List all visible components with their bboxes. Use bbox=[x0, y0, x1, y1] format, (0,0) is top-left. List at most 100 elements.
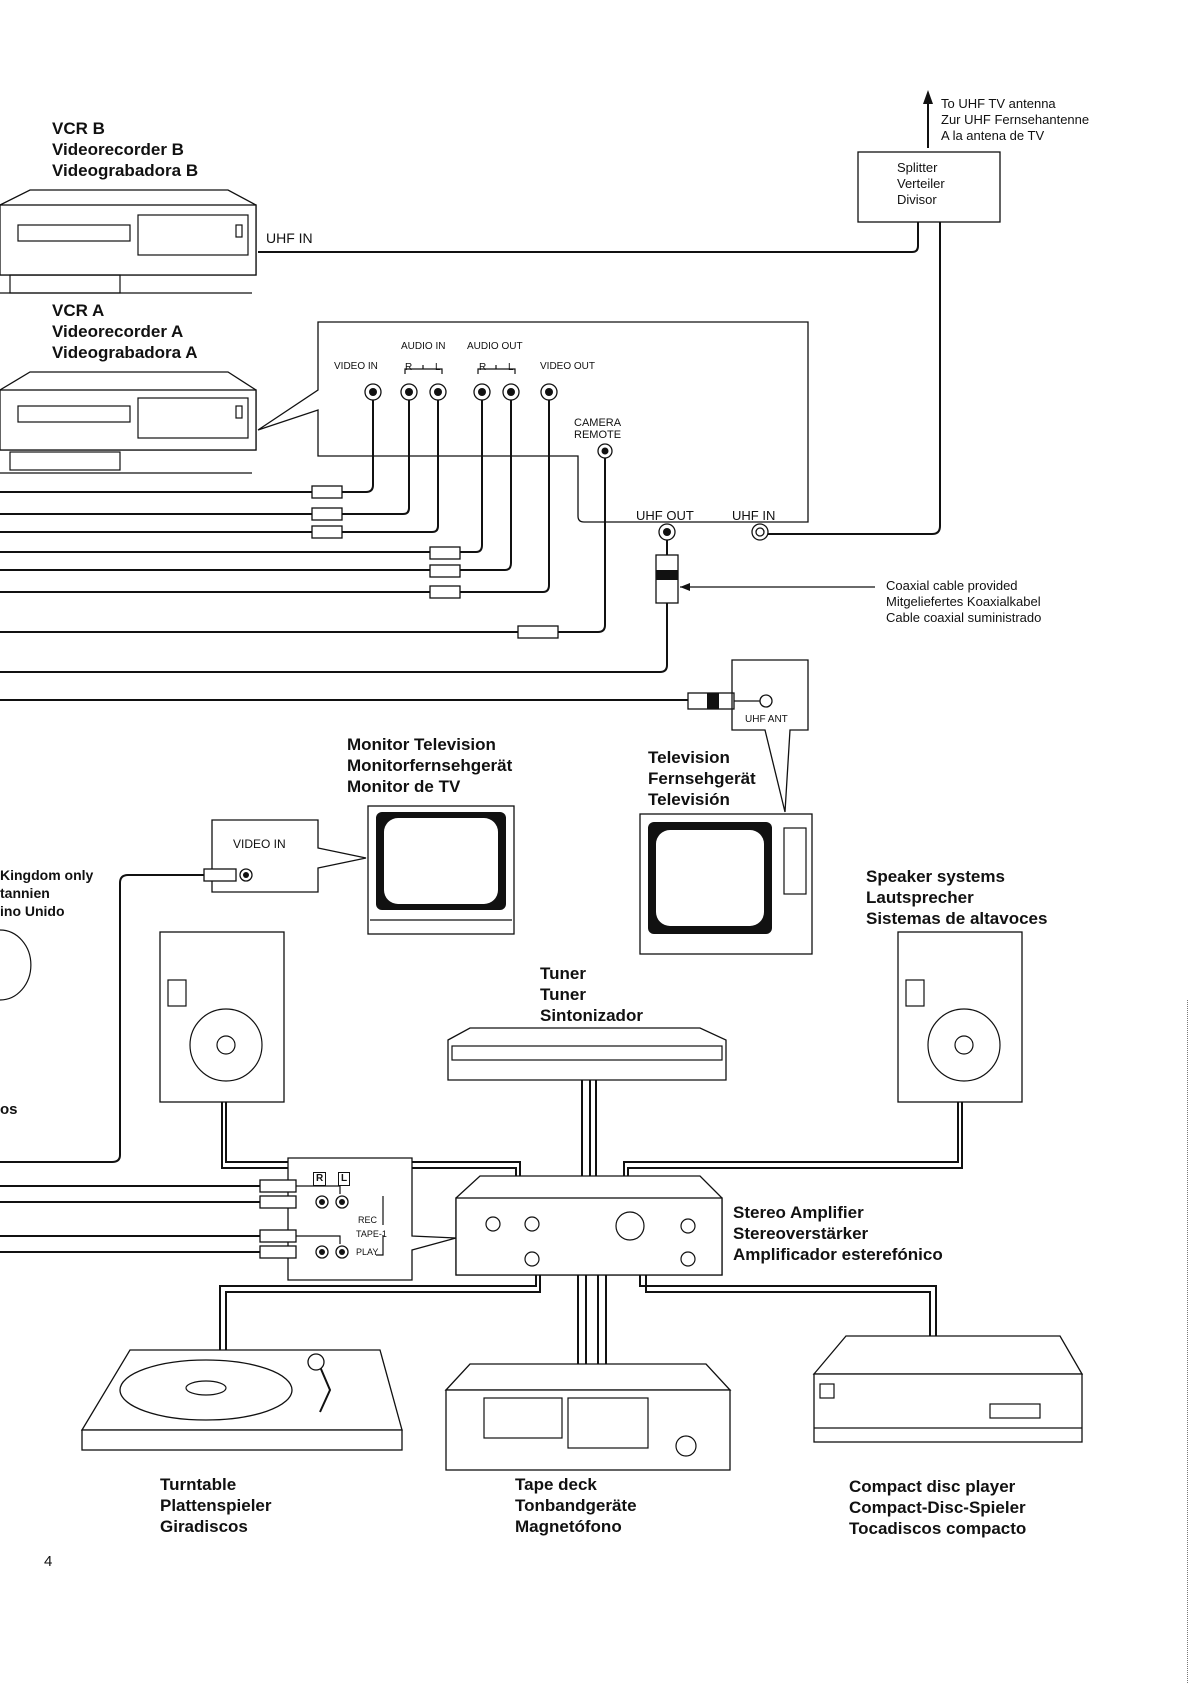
audio-out-label: AUDIO OUT bbox=[467, 341, 523, 352]
cable-splitter-vcr-a bbox=[768, 222, 941, 535]
splitter-label-es: Divisor bbox=[897, 192, 937, 207]
rec-label: REC bbox=[358, 1215, 378, 1225]
camera-remote-label: CAMERA REMOTE bbox=[574, 417, 621, 441]
tuner-label-es: Sintonizador bbox=[540, 1006, 643, 1025]
cd-player-label-en: Compact disc player bbox=[849, 1477, 1016, 1496]
vcr-b-device bbox=[0, 189, 257, 294]
cd-player-label-de: Compact-Disc-Spieler bbox=[849, 1498, 1026, 1517]
monitor-tv-label: Monitor Television Monitorfernsehgerät M… bbox=[347, 734, 512, 797]
vcr-b-label: VCR B Videorecorder B Videograbadora B bbox=[52, 118, 198, 181]
antenna-arrow-icon bbox=[923, 90, 933, 148]
antenna-label-en: To UHF TV antenna bbox=[941, 96, 1056, 111]
antenna-label-de: Zur UHF Fernsehantenne bbox=[941, 112, 1090, 127]
speakers-label-es: Sistemas de altavoces bbox=[866, 909, 1048, 928]
vcr-a-label-en: VCR A bbox=[52, 301, 105, 320]
tape-rca-cables bbox=[0, 1179, 384, 1259]
vcr-a-device bbox=[0, 371, 257, 474]
splitter-box bbox=[857, 151, 1001, 223]
monitor-tv-label-de: Monitorfernsehgerät bbox=[347, 756, 513, 775]
audio-out-r-label: R bbox=[479, 362, 487, 373]
monitor-tv-label-es: Monitor de TV bbox=[347, 777, 461, 796]
vcr-rear-panel bbox=[257, 321, 809, 523]
vcr-b-uhf-in-label: UHF IN bbox=[266, 230, 313, 246]
splitter-label-de: Verteiler bbox=[897, 176, 945, 191]
play-label: PLAY bbox=[356, 1247, 379, 1257]
tape-deck-label: Tape deck Tonbandgeräte Magnetófono bbox=[515, 1474, 637, 1537]
vcr-a-label: VCR A Videorecorder A Videograbadora A bbox=[52, 300, 197, 363]
tape-deck-label-en: Tape deck bbox=[515, 1475, 597, 1494]
turntable-label-de: Plattenspieler bbox=[160, 1496, 272, 1515]
television-device bbox=[639, 813, 813, 955]
turntable-label: Turntable Plattenspieler Giradiscos bbox=[160, 1474, 272, 1537]
page-number: 4 bbox=[44, 1553, 53, 1570]
speakers-label-de: Lautsprecher bbox=[866, 888, 974, 907]
uhf-in-label: UHF IN bbox=[732, 508, 776, 523]
television-label-es: Televisión bbox=[648, 790, 730, 809]
vcr-b-label-es: Videograbadora B bbox=[52, 161, 199, 180]
cd-player-device bbox=[812, 1335, 1084, 1443]
video-in-jack-label: VIDEO IN bbox=[334, 361, 378, 372]
audio-in-l-label: L bbox=[435, 362, 441, 373]
vcr-b-label-de: Videorecorder B bbox=[52, 140, 184, 159]
amplifier-label-de: Stereoverstärker bbox=[733, 1224, 869, 1243]
amplifier-label-en: Stereo Amplifier bbox=[733, 1203, 864, 1222]
tape-1-label: TAPE-1 bbox=[356, 1229, 387, 1239]
uk-note-fragment: os bbox=[0, 1101, 18, 1118]
speaker-left bbox=[159, 931, 285, 1103]
vcr-b-label-en: VCR B bbox=[52, 119, 105, 138]
television-label-de: Fernsehgerät bbox=[648, 769, 756, 788]
amp-tape-panel bbox=[287, 1157, 457, 1281]
uk-note-line-2: tannien bbox=[0, 885, 50, 901]
amplifier-label: Stereo Amplifier Stereoverstärker Amplif… bbox=[733, 1202, 943, 1265]
speakers-label: Speaker systems Lautsprecher Sistemas de… bbox=[866, 866, 1047, 929]
amplifier-device bbox=[455, 1175, 723, 1276]
cd-player-label: Compact disc player Compact-Disc-Spieler… bbox=[849, 1476, 1026, 1539]
audio-in-r-label: R bbox=[405, 362, 413, 373]
tape-panel-r-label: R bbox=[313, 1172, 327, 1186]
av-jacks bbox=[364, 383, 769, 541]
monitor-tv-label-en: Monitor Television bbox=[347, 735, 496, 754]
coaxial-label-en: Coaxial cable provided bbox=[886, 578, 1018, 593]
tuner-label-en: Tuner bbox=[540, 964, 586, 983]
television-label-en: Television bbox=[648, 748, 730, 767]
rca-cables bbox=[0, 400, 606, 639]
splitter-label: Splitter Verteiler Divisor bbox=[897, 160, 945, 208]
amplifier-label-es: Amplificador esterefónico bbox=[733, 1245, 943, 1264]
tape-deck-device bbox=[444, 1363, 732, 1471]
vcr-a-label-es: Videograbadora A bbox=[52, 343, 198, 362]
uhf-out-label: UHF OUT bbox=[636, 508, 694, 523]
uhf-ant-label: UHF ANT bbox=[745, 714, 788, 725]
turntable-label-en: Turntable bbox=[160, 1475, 237, 1494]
audio-out-l-label: L bbox=[508, 362, 514, 373]
tape-deck-label-es: Magnetófono bbox=[515, 1517, 622, 1536]
tuner-label-de: Tuner bbox=[540, 985, 586, 1004]
cable-splitter-vcr-b bbox=[258, 222, 919, 253]
coaxial-cable-label: Coaxial cable provided Mitgeliefertes Ko… bbox=[886, 578, 1041, 626]
splitter-label-en: Splitter bbox=[897, 160, 938, 175]
tuner-device bbox=[447, 1027, 727, 1081]
uk-note-line-1: Kingdom only bbox=[0, 867, 94, 883]
uk-note-label: Kingdom only tannien ino Unido bbox=[0, 866, 93, 920]
audio-in-label: AUDIO IN bbox=[401, 341, 446, 352]
cd-player-label-es: Tocadiscos compacto bbox=[849, 1519, 1027, 1538]
uk-note-line-3: ino Unido bbox=[0, 903, 65, 919]
turntable-device bbox=[80, 1349, 403, 1451]
turntable-label-es: Giradiscos bbox=[160, 1517, 248, 1536]
tv-antenna-callout bbox=[731, 659, 809, 813]
television-label: Television Fernsehgerät Televisión bbox=[648, 747, 756, 810]
antenna-label: To UHF TV antenna Zur UHF Fernsehantenne… bbox=[941, 96, 1089, 144]
page-edge bbox=[1187, 1000, 1191, 1683]
camera-label: CAMERA bbox=[574, 417, 622, 429]
coaxial-label-de: Mitgeliefertes Koaxialkabel bbox=[886, 594, 1041, 609]
speakers-label-en: Speaker systems bbox=[866, 867, 1005, 886]
speaker-right bbox=[897, 931, 1023, 1103]
source-wires bbox=[219, 1275, 937, 1364]
monitor-video-in-label: VIDEO IN bbox=[233, 837, 286, 851]
antenna-label-es: A la antena de TV bbox=[941, 128, 1045, 143]
tape-deck-label-de: Tonbandgeräte bbox=[515, 1496, 637, 1515]
video-out-jack-label: VIDEO OUT bbox=[540, 361, 596, 372]
coaxial-label-es: Cable coaxial suministrado bbox=[886, 610, 1042, 625]
vcr-a-label-de: Videorecorder A bbox=[52, 322, 184, 341]
uhf-ant-plug bbox=[687, 692, 773, 710]
